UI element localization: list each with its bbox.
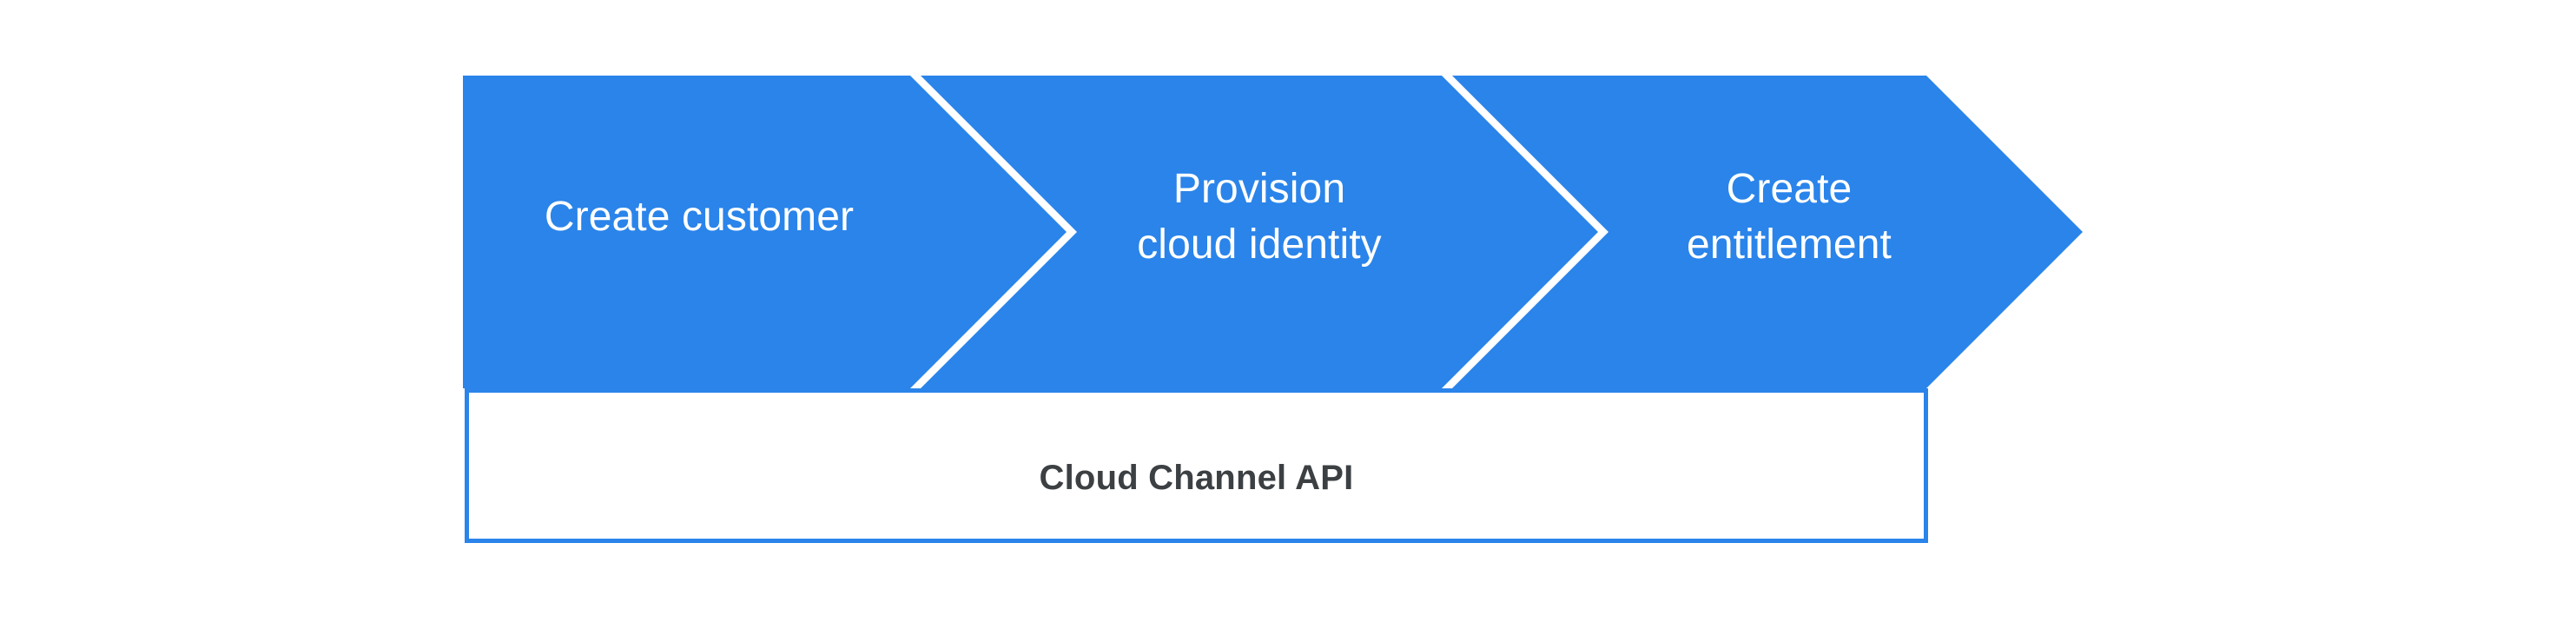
chevron-step-2-label: Provision cloud identity	[1137, 166, 1382, 268]
chevron-step-2[interactable]	[921, 76, 1598, 388]
chevron-step-1-label: Create customer	[544, 194, 855, 240]
api-bar-rect[interactable]	[465, 388, 1928, 543]
chevron-step-3-label: Create entitlement	[1687, 166, 1892, 268]
chevron-step-3[interactable]	[1452, 76, 2083, 388]
chevron-band	[463, 76, 2083, 388]
api-bar-label: Cloud Channel API	[1039, 459, 1354, 497]
chevron-step-1[interactable]	[463, 76, 1067, 388]
